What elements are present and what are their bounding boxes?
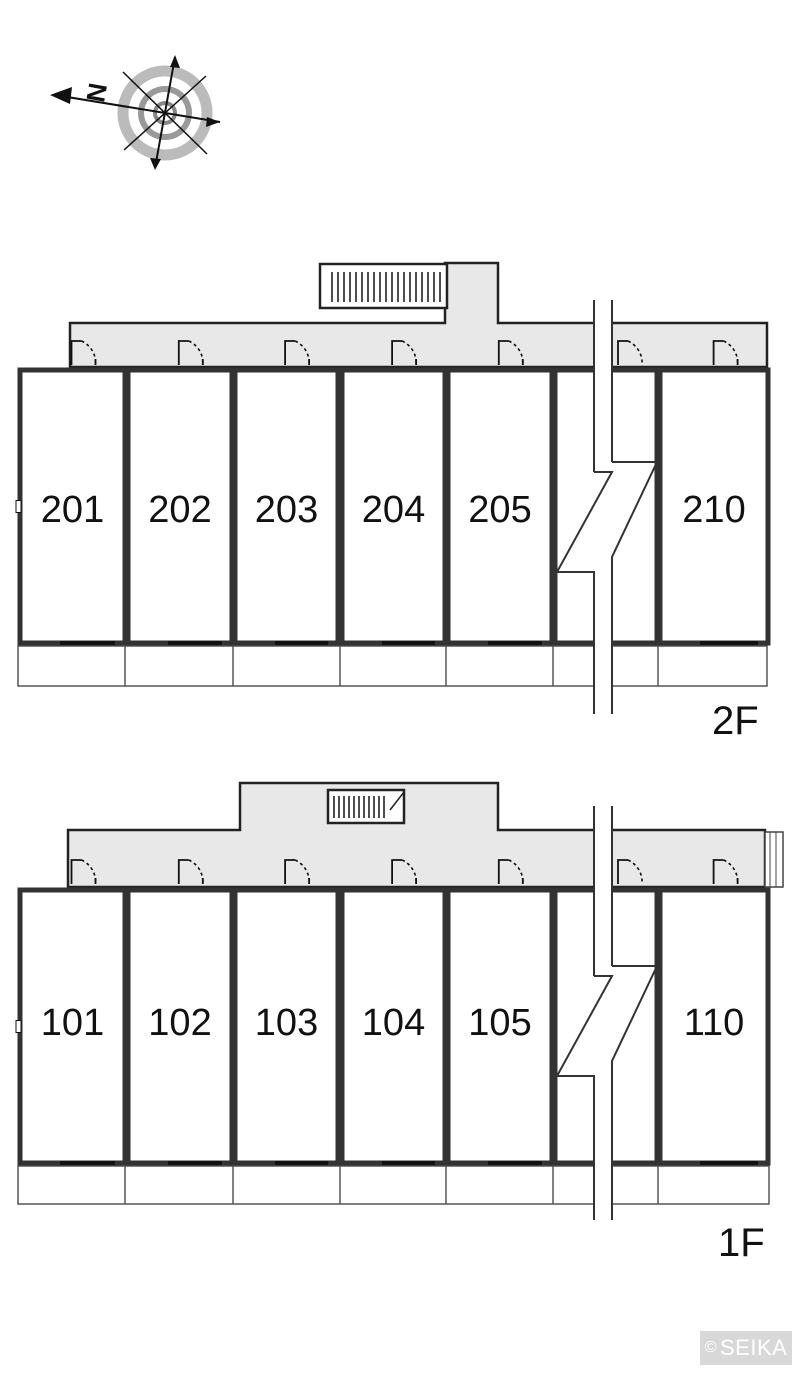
compass-north-label: N: [80, 81, 113, 105]
room-label-204: 204: [362, 489, 425, 531]
door-203: [284, 340, 311, 366]
staircase-1f: [326, 788, 406, 825]
door-101: [70, 859, 97, 885]
door-202: [177, 340, 204, 366]
door-210: [712, 340, 739, 366]
door-102: [177, 859, 204, 885]
room-label-210: 210: [682, 489, 745, 531]
room-label-205: 205: [468, 489, 531, 531]
omission-break-marks: [555, 300, 659, 1220]
room-label-101: 101: [41, 1002, 104, 1044]
floor-1f-plan: [15, 781, 784, 1205]
copyright-symbol: ©: [704, 1339, 717, 1356]
door-204: [391, 340, 418, 366]
staircase-2f: [318, 262, 449, 310]
door-103: [284, 859, 311, 885]
room-label-110: 110: [684, 1002, 745, 1044]
room-label-105: 105: [468, 1002, 531, 1044]
room-label-203: 203: [255, 489, 318, 531]
floor-label-2f: 2F: [712, 699, 759, 743]
floor-label-1f: 1F: [718, 1221, 765, 1265]
door-201: [70, 340, 97, 366]
door-110: [712, 859, 739, 885]
room-label-202: 202: [148, 489, 211, 531]
compass-icon: [50, 55, 221, 170]
copyright-badge: © SEIKA: [700, 1331, 792, 1365]
room-label-102: 102: [148, 1002, 211, 1044]
room-label-201: 201: [41, 489, 104, 531]
door-105: [497, 859, 524, 885]
room-label-103: 103: [255, 1002, 318, 1044]
door-205: [497, 340, 524, 366]
room-label-104: 104: [362, 1002, 425, 1044]
floor-2f-plan: [15, 261, 771, 687]
door-104: [391, 859, 418, 885]
copyright-text: SEIKA: [719, 1335, 788, 1360]
